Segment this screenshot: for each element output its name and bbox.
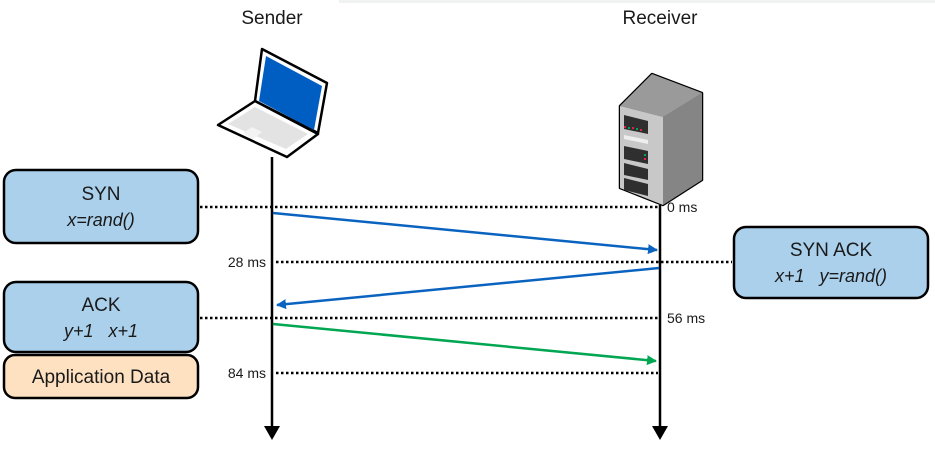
ack-box: ACK y+1 x+1	[2, 280, 200, 354]
syn-title: SYN	[81, 184, 120, 205]
receiver-lifeline-arrowhead	[652, 426, 668, 440]
sender-label: Sender	[241, 8, 303, 29]
syn-ack-detail: x+1 y=rand()	[774, 266, 887, 286]
sender-lifeline-arrowhead	[264, 426, 280, 440]
time-label-28ms: 28 ms	[228, 254, 266, 270]
syn-arrow	[272, 211, 658, 255]
time-label-0ms: 0 ms	[667, 199, 697, 215]
syn-ack-arrow	[276, 266, 660, 310]
ack-detail: y+1 x+1	[62, 321, 138, 341]
syn-detail: x=rand()	[66, 210, 135, 230]
receiver-label: Receiver	[623, 8, 699, 29]
ack-title: ACK	[81, 295, 120, 316]
application-data-box: Application Data	[2, 353, 200, 400]
server-icon	[618, 72, 704, 207]
syn-ack-title: SYN ACK	[790, 240, 873, 261]
laptop-icon	[216, 47, 329, 159]
syn-ack-box: SYN ACK x+1 y=rand()	[732, 225, 930, 300]
time-label-56ms: 56 ms	[667, 310, 705, 326]
time-label-84ms: 84 ms	[228, 365, 266, 381]
application-data-label: Application Data	[32, 367, 171, 388]
top-gray-bar	[339, 0, 935, 3]
syn-box: SYN x=rand()	[2, 168, 200, 245]
ack-data-arrow	[272, 322, 657, 366]
